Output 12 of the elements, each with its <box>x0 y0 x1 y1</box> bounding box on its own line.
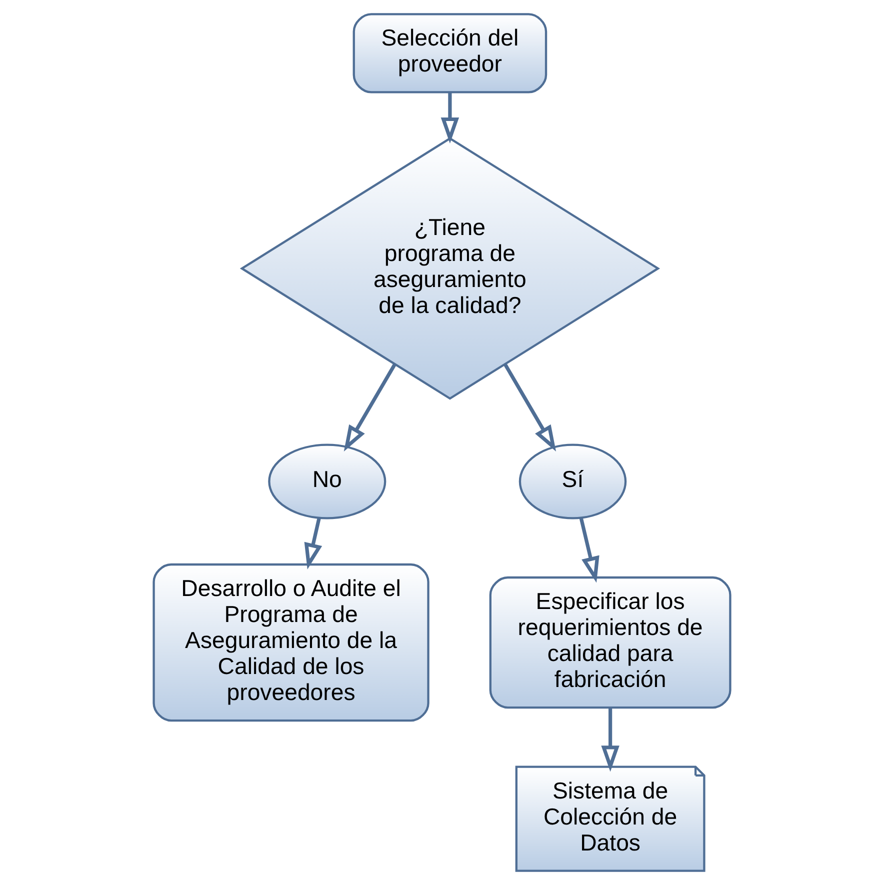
node-box: Desarrollo o Audite el Programa de Aseguramiento de la Calidad de los proveedores <box>152 563 429 722</box>
arrow <box>304 518 322 570</box>
node-box: Selección del proveedor <box>352 13 547 94</box>
node-box: Especificar los requerimientos de calidad para fabricación <box>488 576 731 709</box>
arrow <box>600 708 619 772</box>
arrow <box>578 518 599 583</box>
arrow <box>343 364 396 452</box>
arrow <box>503 364 556 452</box>
node-ellipse: No <box>268 444 386 520</box>
arrow <box>440 92 459 144</box>
node-ellipse: Sí <box>518 444 626 520</box>
node-diamond: ¿Tiene programa de aseguramiento de la calidad? <box>239 137 660 400</box>
